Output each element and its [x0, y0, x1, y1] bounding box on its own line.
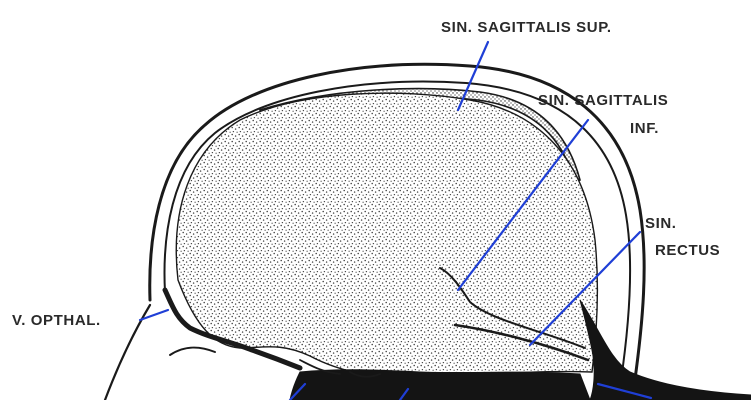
- orbit-inner-line: [170, 347, 215, 355]
- label-sin-rectus-line1: SIN.: [645, 215, 677, 232]
- cerebral-hemisphere: [176, 93, 597, 378]
- label-sin-rectus-line2: RECTUS: [655, 242, 720, 259]
- label-sin-sagittalis-sup: SIN. SAGITTALIS SUP.: [441, 19, 612, 36]
- label-v-opthal: V. OPTHAL.: [12, 312, 101, 329]
- cavernous-sinus-area: [290, 370, 590, 400]
- label-sin-sagittalis-inf-line2: INF.: [630, 120, 659, 137]
- label-sin-sagittalis-inf-line1: SIN. SAGITTALIS: [538, 92, 668, 109]
